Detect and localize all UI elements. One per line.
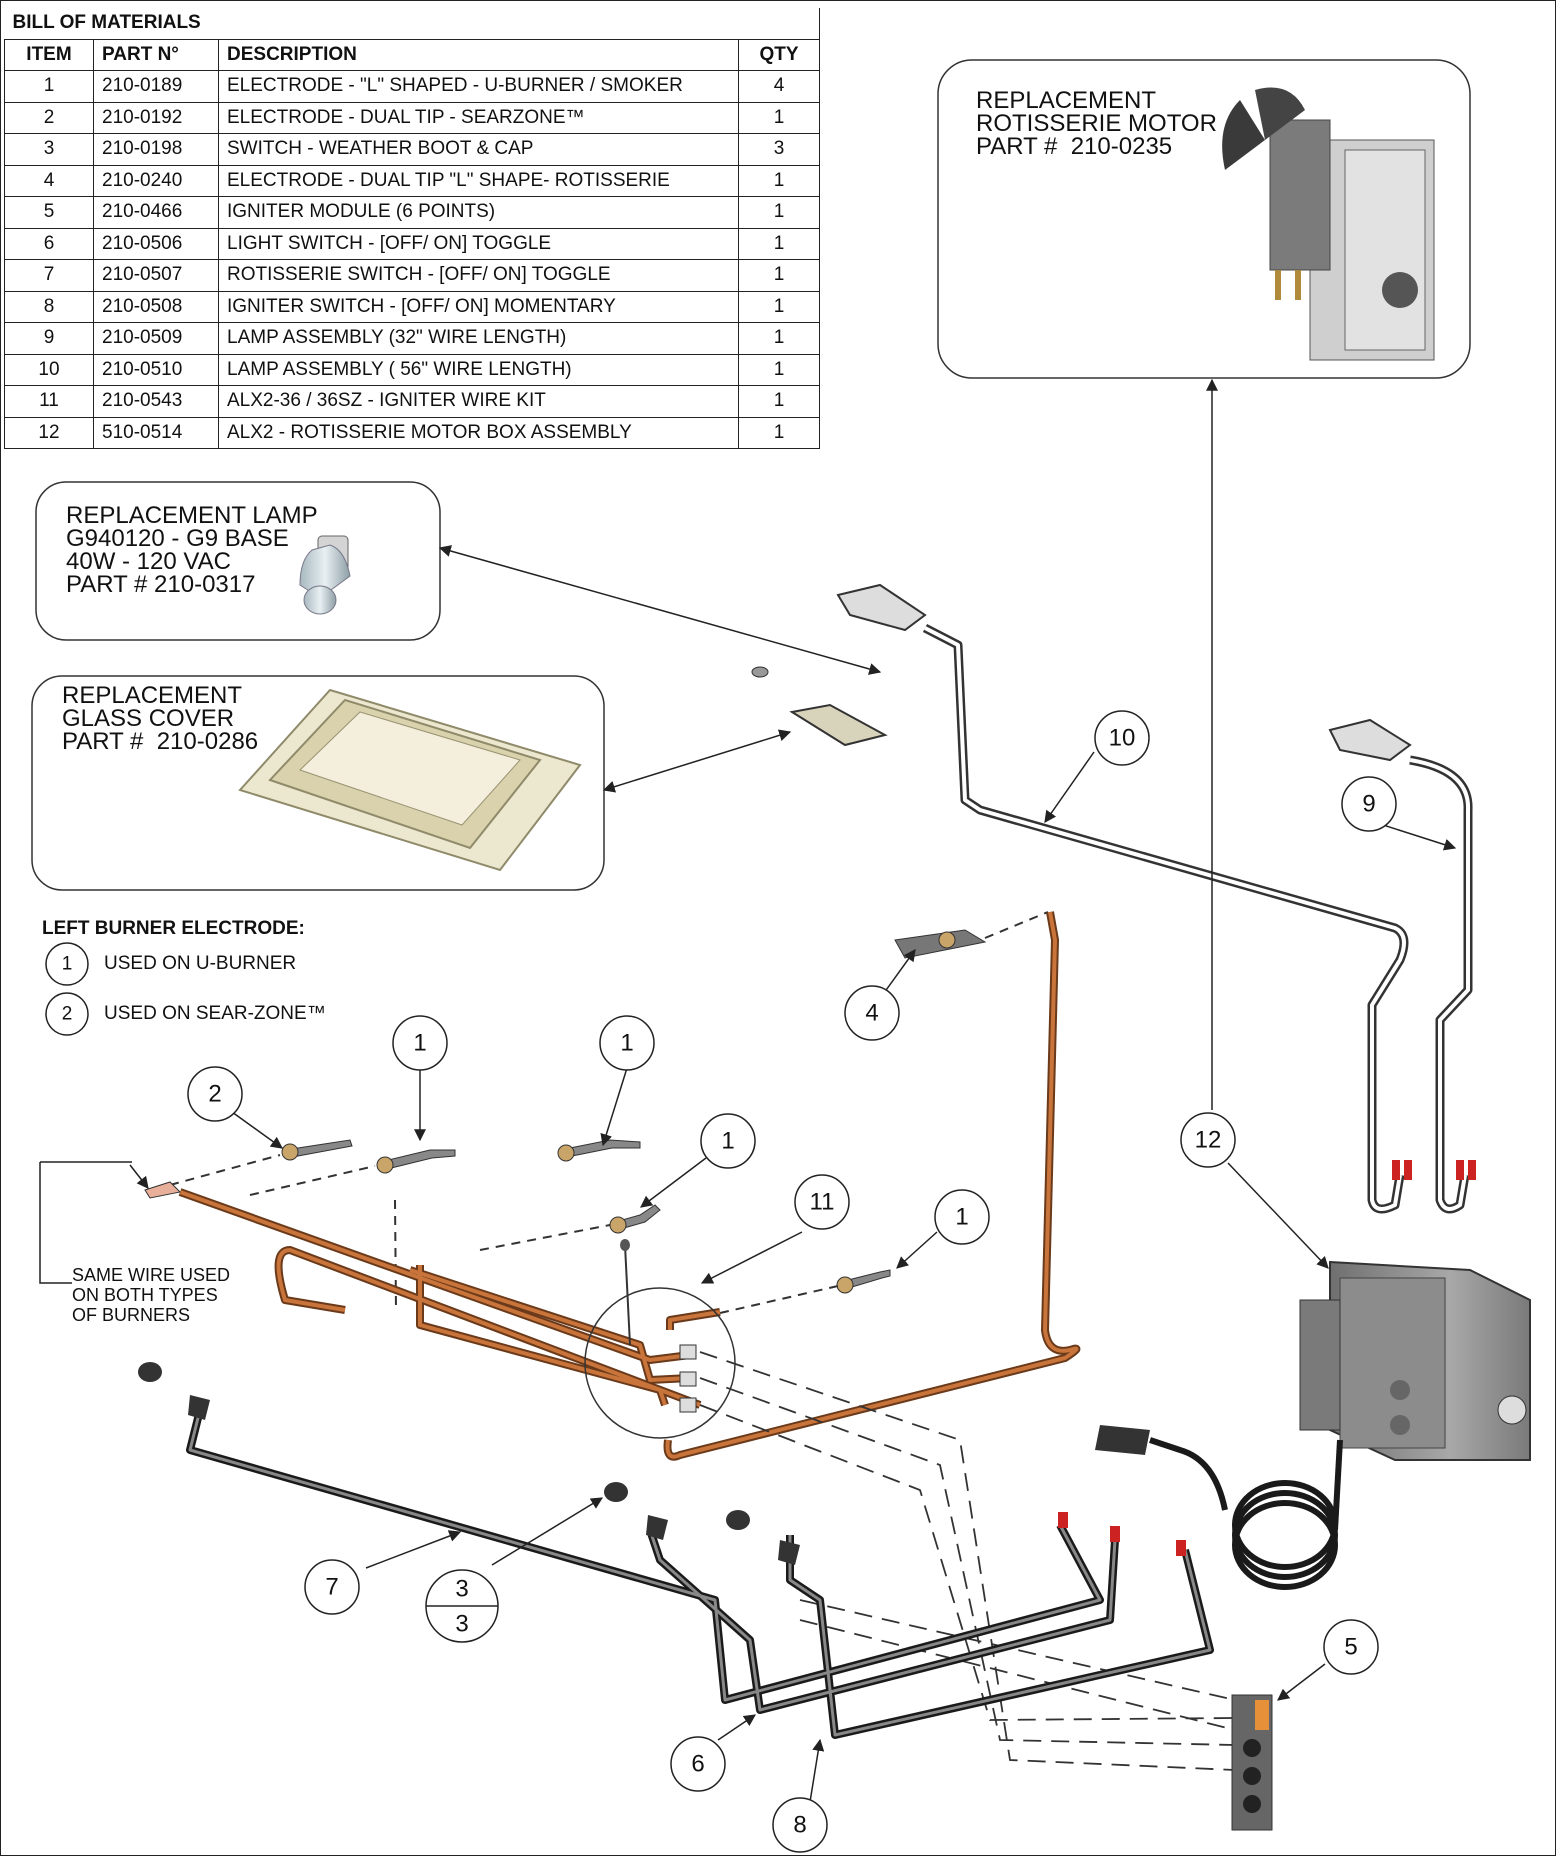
burner-electrodes: [281, 1139, 891, 1294]
bom-cell-part: 210-0508: [93, 290, 219, 323]
bom-cell-qty: 1: [738, 416, 820, 449]
lamp-replacement-text: REPLACEMENT LAMP G940120 - G9 BASE 40W -…: [66, 502, 318, 598]
callout-4: 4: [865, 1000, 878, 1027]
legend-num-1: 1: [62, 954, 73, 975]
rotisserie-electrode-4: [894, 929, 987, 959]
callout-6: 6: [691, 1751, 704, 1778]
legend-title: LEFT BURNER ELECTRODE:: [42, 918, 305, 939]
bom-title: BILL OF MATERIALS: [4, 8, 820, 40]
same-wire-note: SAME WIRE USED ON BOTH TYPES OF BURNERS: [72, 1265, 231, 1325]
bom-cell-part: 210-0466: [93, 196, 219, 229]
callout-3-bottom: 3: [455, 1611, 468, 1638]
bill-of-materials-table: BILL OF MATERIALS ITEM PART N° DESCRIPTI…: [4, 8, 820, 449]
motor-replacement-text: REPLACEMENT ROTISSERIE MOTOR PART # 210-…: [976, 87, 1217, 160]
bom-cell-qty: 1: [738, 227, 820, 260]
bom-cell-qty: 1: [738, 290, 820, 323]
replacement-lamp-image: [299, 535, 351, 615]
callout-1-d: 1: [955, 1204, 968, 1231]
bom-cell-description: ALX2 - ROTISSERIE MOTOR BOX ASSEMBLY: [218, 416, 739, 449]
note-bracket: [39, 1162, 72, 1284]
glass-replacement-text: REPLACEMENT GLASS COVER PART # 210-0286: [62, 682, 259, 755]
bom-cell-qty: 1: [738, 259, 820, 292]
callout-3-top: 3: [455, 1576, 468, 1603]
bom-cell-description: IGNITER MODULE (6 POINTS): [218, 196, 739, 229]
callout-circles: [45, 710, 1397, 1853]
igniter-module-5: [1231, 1694, 1273, 1831]
lamp-housing-10: [751, 583, 927, 747]
wire-connector: [144, 1181, 182, 1199]
bom-cell-qty: 1: [738, 196, 820, 229]
callout-1-a: 1: [413, 1030, 426, 1057]
bom-cell-part: 210-0198: [93, 133, 219, 166]
bom-cell-description: LIGHT SWITCH - [OFF/ ON] TOGGLE: [218, 227, 739, 260]
bom-cell-description: SWITCH - WEATHER BOOT & CAP: [218, 133, 739, 166]
callout-9: 9: [1362, 791, 1375, 818]
legend-num-2: 2: [62, 1004, 73, 1025]
legend-item-u-burner: USED ON U-BURNER: [104, 953, 297, 974]
replacement-glass-cover-image: [238, 688, 582, 872]
callout-11: 11: [810, 1189, 835, 1216]
bom-header-row: ITEM PART N° DESCRIPTION QTY: [4, 38, 820, 71]
bom-cell-qty: 4: [738, 70, 820, 103]
bom-cell-description: LAMP ASSEMBLY (32" WIRE LENGTH): [218, 322, 739, 355]
bom-cell-description: ELECTRODE - DUAL TIP "L" SHAPE- ROTISSER…: [218, 164, 739, 197]
bom-cell-part: 210-0507: [93, 259, 219, 292]
switch-boots: [138, 1362, 800, 1565]
bom-cell-description: ELECTRODE - DUAL TIP - SEARZONE™: [218, 101, 739, 134]
callout-10: 10: [1109, 725, 1136, 752]
rotisserie-motor-box-12: [1299, 1260, 1531, 1461]
rotisserie-motor-image: [1222, 87, 1435, 361]
callout-2: 2: [208, 1081, 221, 1108]
bom-cell-item: 12: [4, 416, 94, 449]
callout-1-c: 1: [721, 1128, 734, 1155]
module-dashed-lines: [699, 1351, 1236, 1771]
bom-cell-description: ELECTRODE - "L" SHAPED - U-BURNER / SMOK…: [218, 70, 739, 103]
callout-12: 12: [1195, 1127, 1222, 1154]
bom-cell-part: 210-0509: [93, 322, 219, 355]
bom-header-description: DESCRIPTION: [218, 38, 739, 71]
lamp-housing-9: [1328, 718, 1412, 762]
bom-cell-qty: 3: [738, 133, 820, 166]
callout-1-b: 1: [620, 1030, 633, 1057]
callout-7: 7: [325, 1574, 338, 1601]
bom-cell-part: 210-0543: [93, 385, 219, 418]
bom-header-qty: QTY: [738, 38, 820, 71]
bom-title-row: BILL OF MATERIALS: [4, 8, 820, 40]
bom-cell-description: LAMP ASSEMBLY ( 56" WIRE LENGTH): [218, 353, 739, 386]
callout-5: 5: [1344, 1634, 1357, 1661]
lamp-wire-terminals: [1392, 1160, 1476, 1180]
motor-power-cord: [1149, 1437, 1343, 1590]
lamp-pointer-arrow: [438, 545, 882, 675]
power-plug: [1095, 1425, 1150, 1455]
bom-cell-description: IGNITER SWITCH - [OFF/ ON] MOMENTARY: [218, 290, 739, 323]
legend-item-sear-zone: USED ON SEAR-ZONE™: [104, 1003, 326, 1024]
bom-cell-item: 11: [4, 385, 94, 418]
lamp-wire-10: [922, 623, 1409, 1214]
bom-cell-item: 1: [4, 70, 94, 103]
bom-cell-item: 10: [4, 353, 94, 386]
callout-8: 8: [793, 1812, 806, 1839]
glass-pointer-arrow: [602, 729, 792, 793]
bom-cell-item: 8: [4, 290, 94, 323]
bom-cell-part: 510-0514: [93, 416, 219, 449]
bom-cell-description: ROTISSERIE SWITCH - [OFF/ ON] TOGGLE: [218, 259, 739, 292]
bom-cell-item: 2: [4, 101, 94, 134]
